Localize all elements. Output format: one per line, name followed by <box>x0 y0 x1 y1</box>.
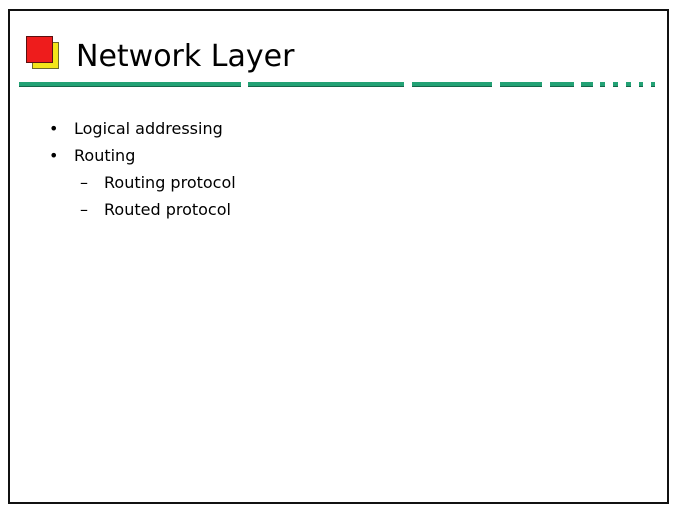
bullet-item: • Routing <box>46 142 236 169</box>
bullet-item: • Logical addressing <box>46 115 236 142</box>
divider-segment <box>613 82 618 87</box>
overlapping-squares-icon <box>26 36 60 70</box>
bullet-marker: • <box>49 119 59 138</box>
sub-bullet-text: Routed protocol <box>104 200 231 219</box>
bullet-list: • Logical addressing • Routing – Routing… <box>46 115 236 223</box>
divider-segment <box>550 82 574 87</box>
page-title: Network Layer <box>76 39 295 74</box>
divider-segment <box>412 82 492 87</box>
divider-segment <box>639 82 643 87</box>
slide: Network Layer • Logical addressing • Rou… <box>8 9 669 504</box>
sub-bullet-item: – Routing protocol <box>46 169 236 196</box>
bullet-text: Logical addressing <box>74 119 223 138</box>
divider-segment <box>19 82 241 87</box>
bullet-marker: • <box>49 146 59 165</box>
bullet-text: Routing <box>74 146 136 165</box>
divider-segment <box>581 82 593 87</box>
red-square <box>26 36 53 63</box>
title-divider <box>19 82 665 87</box>
divider-segment <box>651 82 655 87</box>
divider-segment <box>626 82 631 87</box>
divider-segment <box>600 82 605 87</box>
sub-bullet-item: – Routed protocol <box>46 196 236 223</box>
sub-bullet-text: Routing protocol <box>104 173 236 192</box>
divider-segment <box>248 82 404 87</box>
divider-segment <box>500 82 542 87</box>
sub-bullet-marker: – <box>80 173 88 192</box>
sub-bullet-marker: – <box>80 200 88 219</box>
